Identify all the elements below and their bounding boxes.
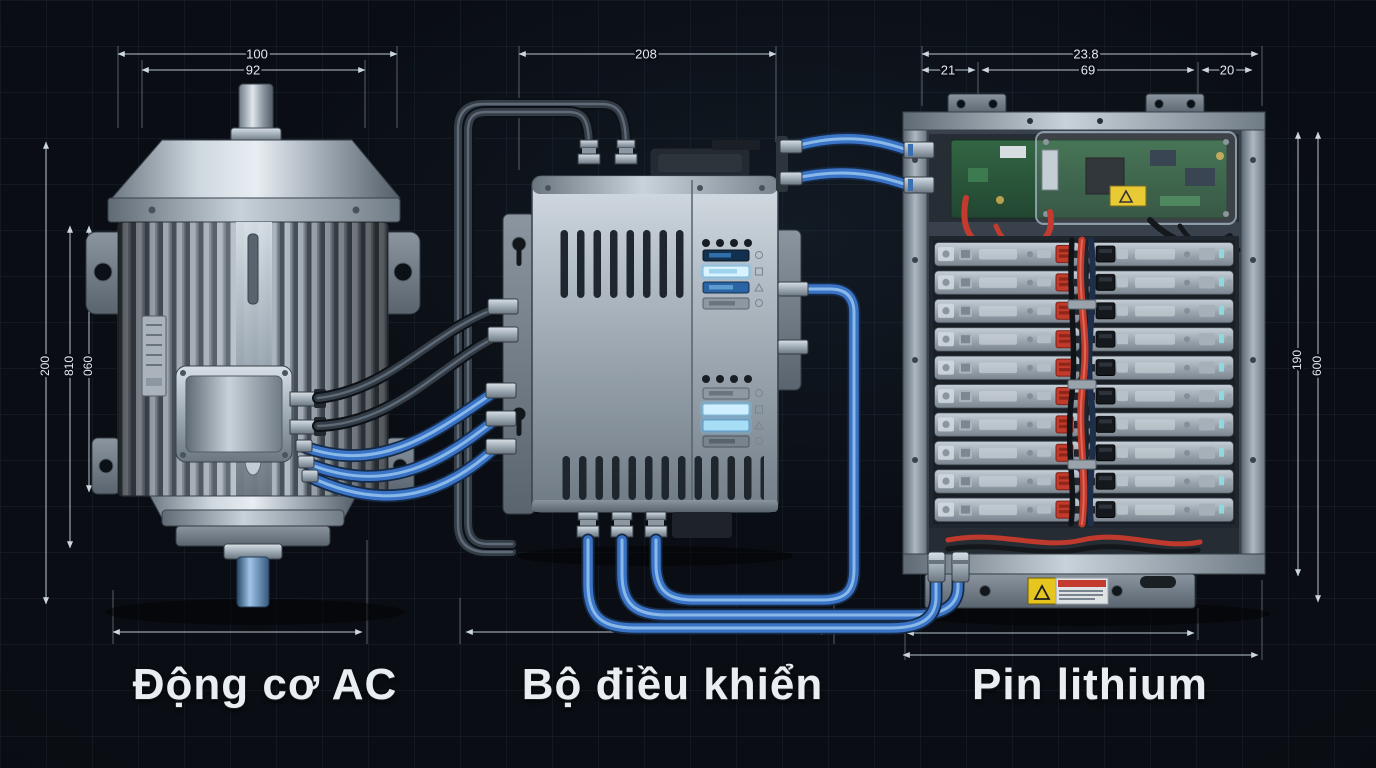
- cable-fittings: [295, 139, 970, 583]
- controller-vents-bottom: [558, 452, 764, 504]
- battery-bottom-wires: [945, 534, 1203, 555]
- controller-top-glands: [577, 139, 638, 165]
- dim-battery-height-a: 190: [1290, 350, 1304, 370]
- motor-illustration: [85, 83, 421, 625]
- motor-label: Động cơ AC: [132, 660, 398, 709]
- dim-battery-height-b: 600: [1310, 356, 1324, 376]
- controller-bottom-glands: [576, 511, 668, 538]
- battery-label: Pin lithium: [972, 660, 1208, 709]
- battery-cell-grid-left: [933, 240, 1081, 524]
- dim-battery-width-right: 20: [1220, 62, 1234, 77]
- battery-cell-grid-right: [1087, 240, 1235, 524]
- dimension-labels: 100 92 208 23.8 21 69 20 200 810 060 190…: [36, 44, 1327, 379]
- motor-bell-housing: [110, 139, 402, 199]
- controller-vents-top: [556, 226, 688, 302]
- battery-bms-board: [929, 131, 1239, 225]
- battery-warning-sticker: [1027, 577, 1109, 605]
- dim-battery-width-outer: 23.8: [1073, 46, 1098, 61]
- motor-junction-box: [175, 365, 326, 463]
- dim-controller-width: 208: [635, 46, 657, 61]
- dim-motor-width-inner: 92: [246, 62, 260, 77]
- controller-led-cluster-upper: [700, 249, 764, 310]
- dim-motor-height-a: 200: [38, 356, 52, 376]
- controller-label: Bộ điều khiển: [521, 660, 824, 709]
- cables: [295, 139, 970, 628]
- battery-illustration: [900, 93, 1270, 626]
- dim-motor-height-b: 810: [62, 356, 76, 376]
- motor-shaft-bottom: [236, 556, 270, 608]
- controller-to-battery-top-cables: [792, 139, 910, 186]
- dim-motor-height-c: 060: [81, 356, 95, 376]
- dim-battery-width-mid: 69: [1081, 62, 1095, 77]
- controller-led-cluster-lower: [700, 387, 764, 448]
- dim-battery-width-left: 21: [941, 62, 955, 77]
- dim-motor-width-outer: 100: [246, 46, 268, 61]
